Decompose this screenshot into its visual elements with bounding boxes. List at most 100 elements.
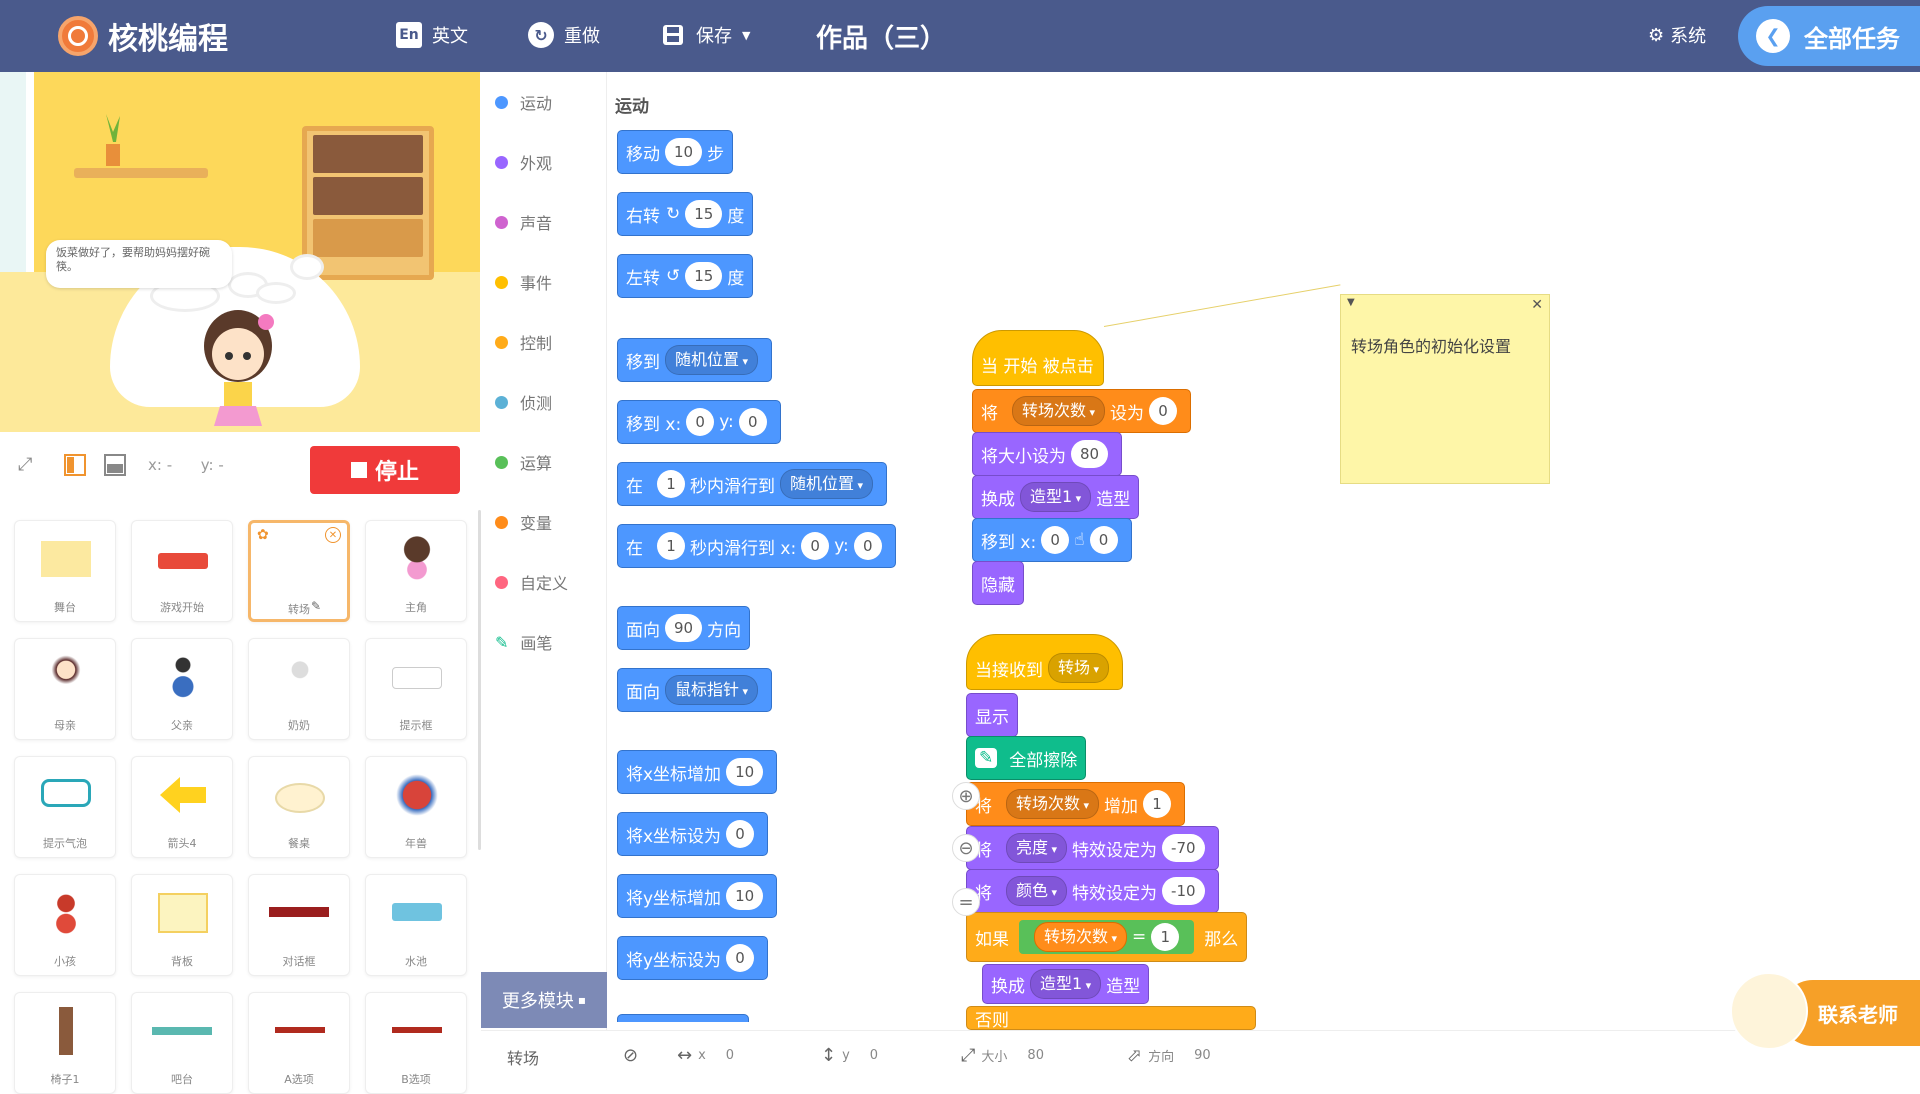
block-input[interactable]: -70 xyxy=(1162,834,1205,862)
block-dropdown[interactable]: 造型1 xyxy=(1020,482,1092,512)
x-value[interactable]: 0 xyxy=(725,1048,735,1063)
block-dropdown[interactable]: 鼠标指针 xyxy=(665,675,759,705)
block-switch-costume[interactable]: 换成造型1造型 xyxy=(972,475,1140,519)
direction-value[interactable]: 90 xyxy=(1194,1048,1211,1063)
collapse-icon[interactable]: ▼ xyxy=(1347,297,1355,308)
sprite-tile[interactable]: 小孩 xyxy=(14,874,116,976)
save-button[interactable]: 保存 ▼ xyxy=(660,22,750,48)
comment-note[interactable]: ▼ ✕ 转场角色的初始化设置 xyxy=(1340,294,1550,484)
block-dropdown[interactable]: 随机位置 xyxy=(665,345,759,375)
close-icon[interactable]: ✕ xyxy=(325,527,341,543)
block-dropdown[interactable]: 转场次数 xyxy=(1012,396,1106,426)
block-pen-clear[interactable]: ✎全部擦除 xyxy=(966,736,1087,780)
block-input[interactable]: 1 xyxy=(657,532,685,560)
block-input[interactable]: -10 xyxy=(1162,877,1205,905)
size-value[interactable]: 80 xyxy=(1027,1048,1044,1063)
block-input[interactable]: 0 xyxy=(738,408,767,436)
sprite-tile[interactable]: 对话框 xyxy=(248,874,350,976)
block-input[interactable]: 80 xyxy=(1071,440,1109,468)
sprite-tile[interactable]: 游戏开始 xyxy=(131,520,233,622)
gear-icon[interactable]: ✿ xyxy=(257,527,269,543)
english-button[interactable]: En 英文 xyxy=(396,22,468,48)
block-goto-xy[interactable]: 移到 x:0☝0 xyxy=(972,518,1132,562)
small-stage-icon[interactable] xyxy=(64,454,86,481)
block-set-variable[interactable]: 将转场次数设为0 xyxy=(972,389,1192,433)
block-input[interactable]: 10 xyxy=(726,882,764,910)
block-dropdown[interactable]: 转场次数 xyxy=(1006,789,1100,819)
system-button[interactable]: ⚙ 系统 xyxy=(1648,22,1706,48)
block-dropdown[interactable]: 随机位置 xyxy=(780,469,874,499)
block-else[interactable]: 否则 xyxy=(966,1006,1256,1031)
block-input[interactable]: 0 xyxy=(1089,526,1118,554)
block-input[interactable]: 90 xyxy=(665,614,703,642)
category-variables[interactable]: 变量 xyxy=(495,510,552,534)
sprite-tile[interactable]: 主角 xyxy=(365,520,467,622)
block-change-variable[interactable]: 将转场次数增加1 xyxy=(966,782,1186,826)
sprite-tile[interactable]: A选项 xyxy=(248,992,350,1094)
category-custom[interactable]: 自定义 xyxy=(495,570,568,594)
sprite-tile[interactable]: 餐桌 xyxy=(248,756,350,858)
sprite-tile[interactable]: 奶奶 xyxy=(248,638,350,740)
category-operators[interactable]: 运算 xyxy=(495,450,552,474)
sprite-tile[interactable]: 母亲 xyxy=(14,638,116,740)
visibility-toggle[interactable]: ⊘ xyxy=(623,1045,644,1066)
block-input[interactable]: 15 xyxy=(685,262,723,290)
block-input[interactable]: 1 xyxy=(657,470,685,498)
category-sensing[interactable]: 侦测 xyxy=(495,390,552,414)
sprite-tile[interactable]: 年兽 xyxy=(365,756,467,858)
reset-button[interactable]: ↻ 重做 xyxy=(528,22,600,48)
block-input[interactable]: 0 xyxy=(686,408,715,436)
sprite-tile[interactable]: 背板 xyxy=(131,874,233,976)
stop-button[interactable]: 停止 xyxy=(310,446,460,494)
more-modules-button[interactable]: 更多模块▪ xyxy=(481,972,607,1028)
close-icon[interactable]: ✕ xyxy=(1531,297,1543,313)
block-set-effect[interactable]: 将颜色特效设定为-10 xyxy=(966,869,1219,913)
fullscreen-icon[interactable]: ⤢ xyxy=(18,454,33,475)
zoom-reset-icon[interactable]: = xyxy=(952,888,980,916)
category-pen[interactable]: ✎画笔 xyxy=(495,630,552,654)
block-partial[interactable] xyxy=(617,1014,749,1022)
block-input[interactable]: 0 xyxy=(853,532,882,560)
sprite-tile[interactable]: 舞台 xyxy=(14,520,116,622)
block-dropdown[interactable]: 造型1 xyxy=(1030,969,1102,999)
category-events[interactable]: 事件 xyxy=(495,270,552,294)
all-tasks-button[interactable]: ❮ 全部任务 xyxy=(1738,6,1920,66)
sprite-scrollbar[interactable] xyxy=(478,510,481,850)
category-control[interactable]: 控制 xyxy=(495,330,552,354)
block-input[interactable]: 0 xyxy=(1041,526,1070,554)
sprite-tile[interactable]: ✿✕转场✎ xyxy=(248,520,350,622)
sprite-tile[interactable]: 水池 xyxy=(365,874,467,976)
block-set-effect[interactable]: 将亮度特效设定为-70 xyxy=(966,826,1219,870)
block-switch-costume[interactable]: 换成造型1造型 xyxy=(982,964,1150,1004)
category-sound[interactable]: 声音 xyxy=(495,210,552,234)
zoom-out-icon[interactable]: ⊖ xyxy=(952,834,980,862)
sprite-tile[interactable]: 箭头4 xyxy=(131,756,233,858)
hat-flag-clicked[interactable]: 当 开始 被点击 xyxy=(972,330,1104,386)
category-motion[interactable]: 运动 xyxy=(495,90,552,114)
block-input[interactable]: 10 xyxy=(726,758,764,786)
block-dropdown[interactable]: 颜色 xyxy=(1006,876,1068,906)
block-dropdown[interactable]: 亮度 xyxy=(1006,833,1068,863)
block-input[interactable]: 1 xyxy=(1151,923,1180,951)
teacher-avatar[interactable] xyxy=(1730,972,1808,1050)
block-goto[interactable]: 移到随机位置 xyxy=(617,338,773,382)
sprite-tile[interactable]: 提示框 xyxy=(365,638,467,740)
category-looks[interactable]: 外观 xyxy=(495,150,552,174)
app-logo[interactable]: 核桃编程 xyxy=(58,14,228,58)
sprite-tile[interactable]: B选项 xyxy=(365,992,467,1094)
sprite-tile[interactable]: 提示气泡 xyxy=(14,756,116,858)
block-input[interactable]: 15 xyxy=(685,200,723,228)
